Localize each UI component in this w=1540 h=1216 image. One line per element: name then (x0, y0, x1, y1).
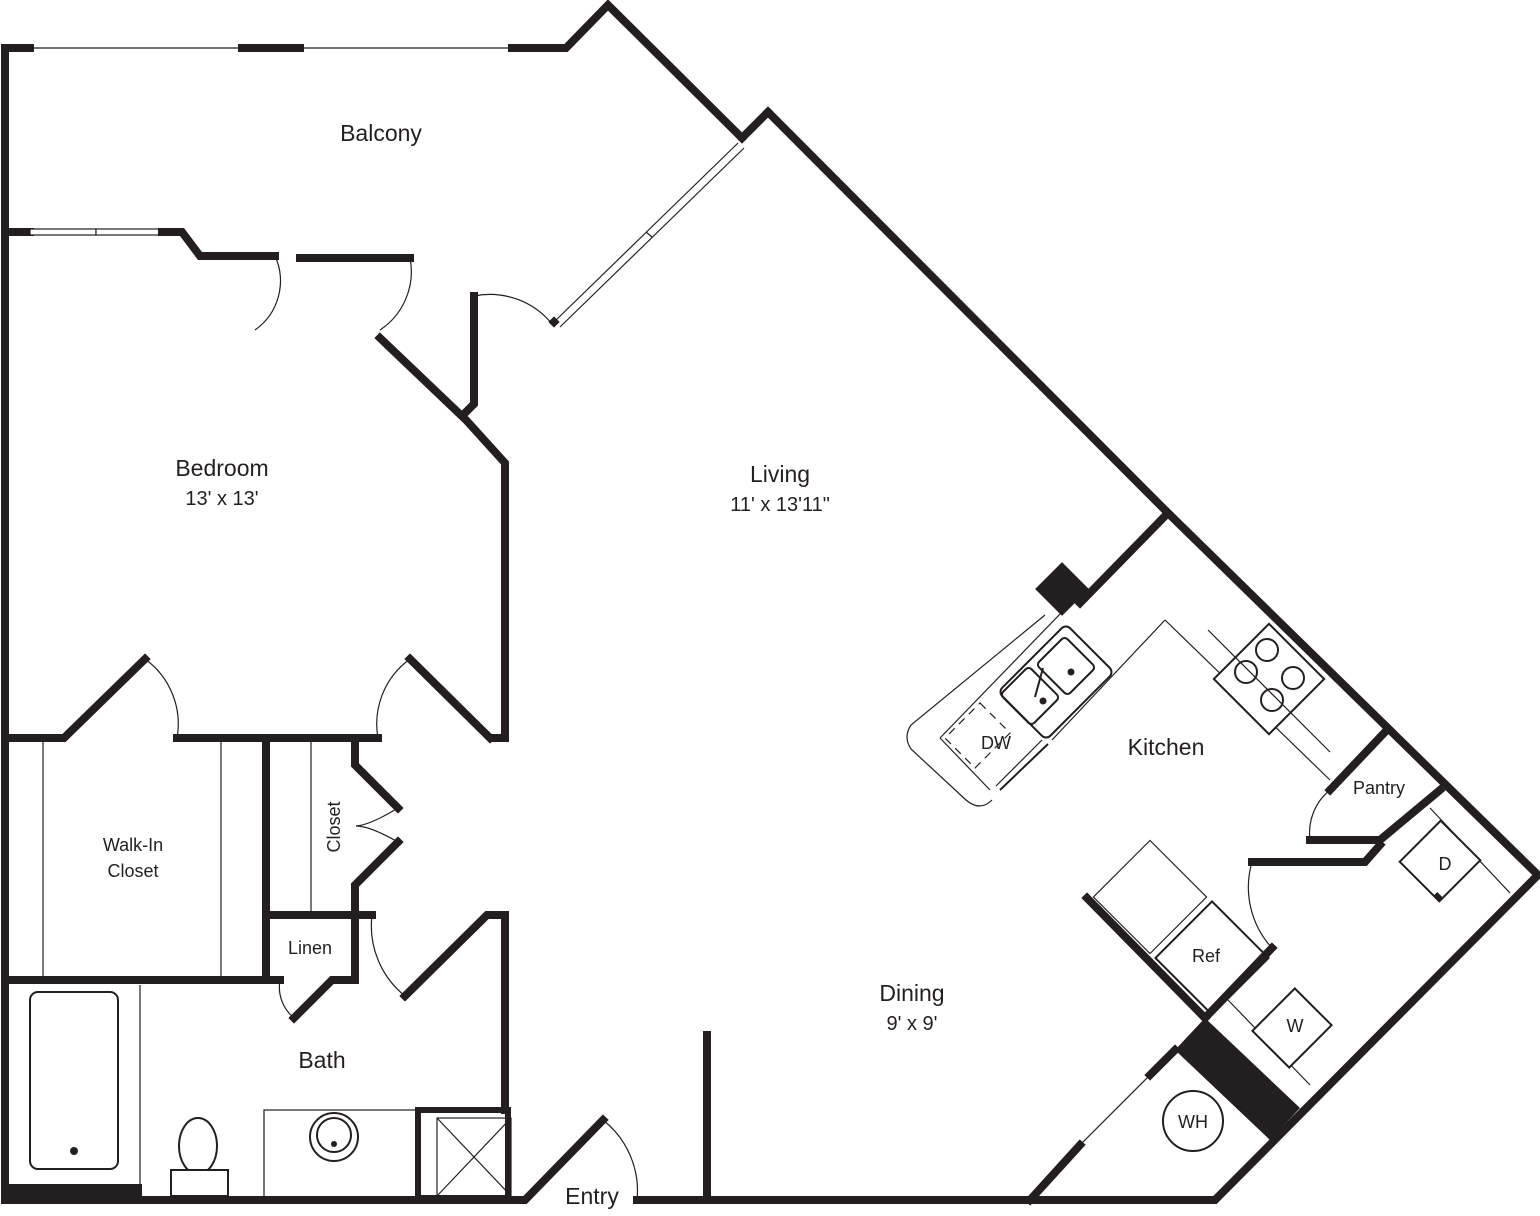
room-label-dining: Dining (879, 980, 944, 1006)
room-label-pantry: Pantry (1353, 778, 1405, 798)
kitchen-walls (1035, 507, 1174, 616)
toilet (170, 1117, 229, 1197)
room-label-living: Living (750, 461, 810, 487)
mechanical-chase (415, 1107, 512, 1201)
appliance-label-washer: W (1287, 1016, 1304, 1036)
room-label-linen: Linen (288, 938, 332, 958)
room-dim-living: 11' x 13'11" (730, 494, 830, 516)
appliance-label-refrigerator: Ref (1192, 946, 1221, 966)
room-dim-bedroom: 13' x 13' (185, 488, 258, 510)
kitchen-peninsula (906, 611, 1166, 807)
pantry (1247, 726, 1446, 949)
linen-closet (266, 911, 359, 1024)
structural-column (1175, 1018, 1300, 1140)
room-label-bath: Bath (298, 1047, 345, 1073)
walk-in-closet (1, 734, 274, 984)
room-label-walk-in-closet-line2: Closet (107, 861, 158, 881)
appliance-label-dishwasher: DW (981, 733, 1011, 753)
appliance-label-dryer: D (1439, 854, 1452, 874)
bedroom-walls (1, 228, 553, 1204)
water-heater-closet (1024, 1044, 1224, 1206)
refrigerator (1081, 839, 1278, 1024)
room-label-balcony: Balcony (340, 120, 422, 146)
room-label-bedroom: Bedroom (175, 455, 268, 481)
entry-door (516, 1031, 1034, 1204)
appliance-label-water-heater: WH (1178, 1112, 1208, 1132)
room-dim-dining: 9' x 9' (887, 1013, 938, 1035)
room-label-kitchen: Kitchen (1128, 734, 1205, 760)
stove (1164, 619, 1331, 781)
balcony-area (1, 0, 774, 236)
living-exterior-wall (762, 106, 1540, 1204)
bedroom-bottom-walls (1, 653, 496, 744)
dryer (1398, 807, 1511, 903)
sliding-door-living (548, 142, 745, 328)
room-label-entry: Entry (565, 1183, 619, 1209)
washer (1227, 986, 1334, 1086)
bath-vanity (263, 1109, 417, 1199)
bathtub (29, 991, 119, 1170)
room-label-closet: Closet (324, 801, 344, 852)
room-label-walk-in-closet-line1: Walk-In (103, 835, 163, 855)
